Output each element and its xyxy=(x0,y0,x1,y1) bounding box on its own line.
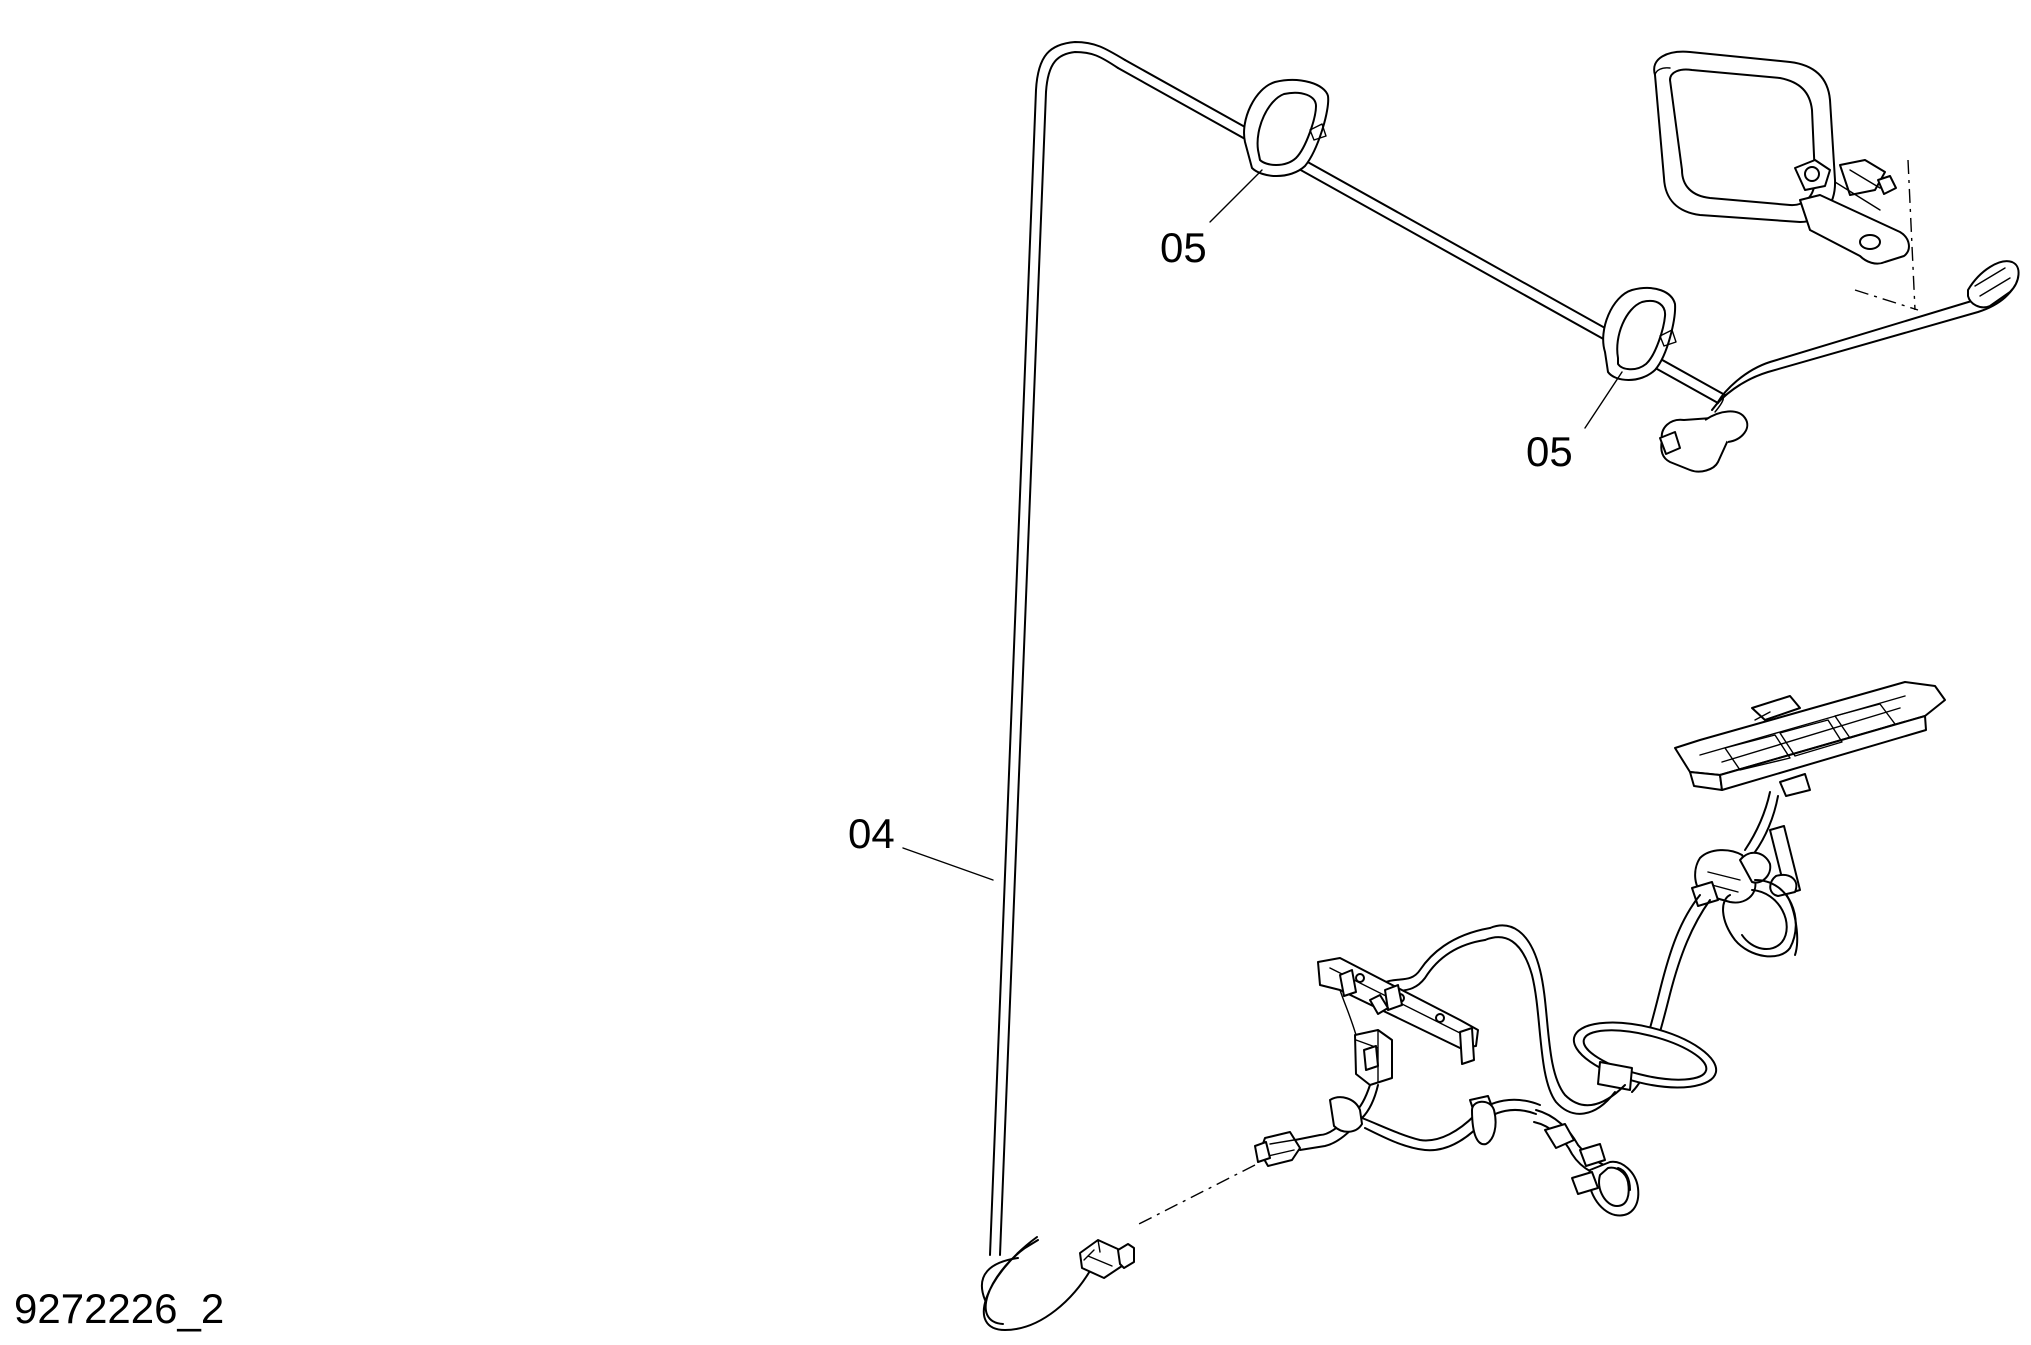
light-cable xyxy=(1659,260,2020,473)
callout-leaders xyxy=(902,169,1623,881)
wire-harness xyxy=(1134,791,1801,1227)
cable-04 xyxy=(980,41,1726,1331)
callout-label-05-lower: 05 xyxy=(1526,428,1573,475)
switch-panel xyxy=(1674,681,1946,797)
cable-clamp-upper xyxy=(1243,78,1330,177)
callout-label-04: 04 xyxy=(848,810,895,857)
figure-id: 9272226_2 xyxy=(14,1285,225,1332)
callout-label-05-upper: 05 xyxy=(1160,224,1207,271)
cable-clamp-lower xyxy=(1602,286,1677,381)
cable-connector-lower xyxy=(1079,1239,1135,1279)
work-light xyxy=(1653,50,1919,311)
